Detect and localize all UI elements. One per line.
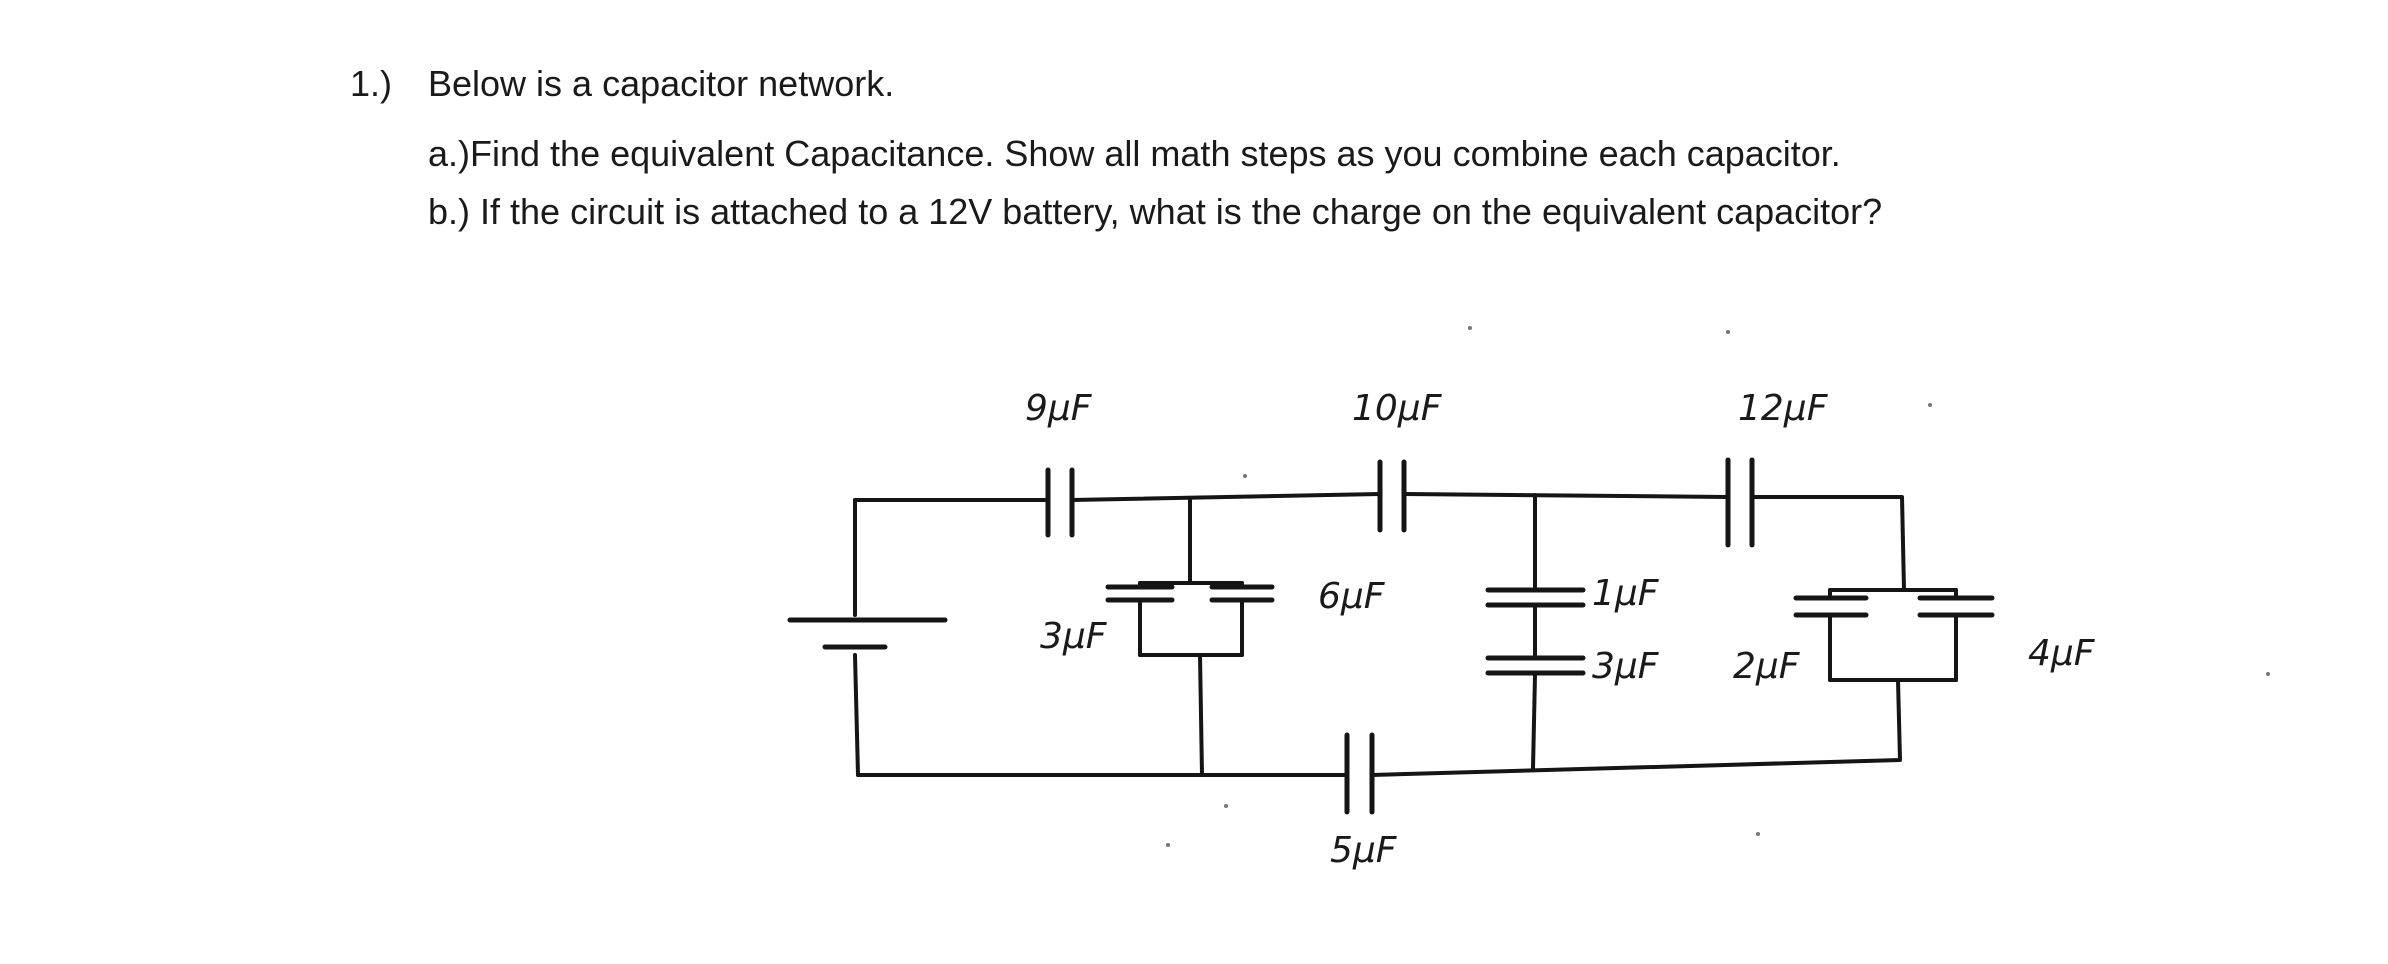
- label-9uF: 9μF: [1025, 388, 1093, 429]
- scan-specks: [1166, 326, 2270, 847]
- battery-symbol: [787, 617, 948, 650]
- label-10uF: 10μF: [1352, 388, 1443, 429]
- capacitor-4uF-symbol: [1917, 595, 1995, 618]
- label-4uF: 4μF: [2028, 633, 2096, 674]
- label-12uF: 12μF: [1738, 388, 1829, 429]
- label-1uF: 1μF: [1592, 573, 1660, 614]
- capacitor-5uF-symbol: [1344, 732, 1375, 815]
- capacitor-12uF-symbol: [1725, 457, 1755, 548]
- circuit-wires: [853, 492, 1958, 777]
- capacitor-10uF-symbol: [1377, 459, 1407, 533]
- label-5uF: 5μF: [1330, 830, 1398, 871]
- problem-intro: Below is a capacitor network.: [428, 63, 895, 104]
- capacitor-3uF-middle-symbol: [1485, 655, 1586, 676]
- label-3uF-left: 3μF: [1040, 616, 1108, 657]
- capacitor-1uF-symbol: [1485, 587, 1586, 608]
- problem-number: 1.): [350, 63, 393, 104]
- capacitor-3uF-left-symbol: [1105, 584, 1175, 603]
- label-6uF: 6μF: [1318, 576, 1386, 617]
- label-3uF-middle: 3μF: [1592, 646, 1660, 687]
- part-b-text: b.) If the circuit is attached to a 12V …: [428, 191, 1883, 232]
- capacitor-2uF-symbol: [1793, 595, 1869, 618]
- part-a-text: a.)Find the equivalent Capacitance. Show…: [428, 133, 1841, 174]
- capacitor-6uF-symbol: [1209, 584, 1275, 603]
- capacitor-9uF-symbol: [1045, 467, 1075, 538]
- label-2uF: 2μF: [1733, 646, 1801, 687]
